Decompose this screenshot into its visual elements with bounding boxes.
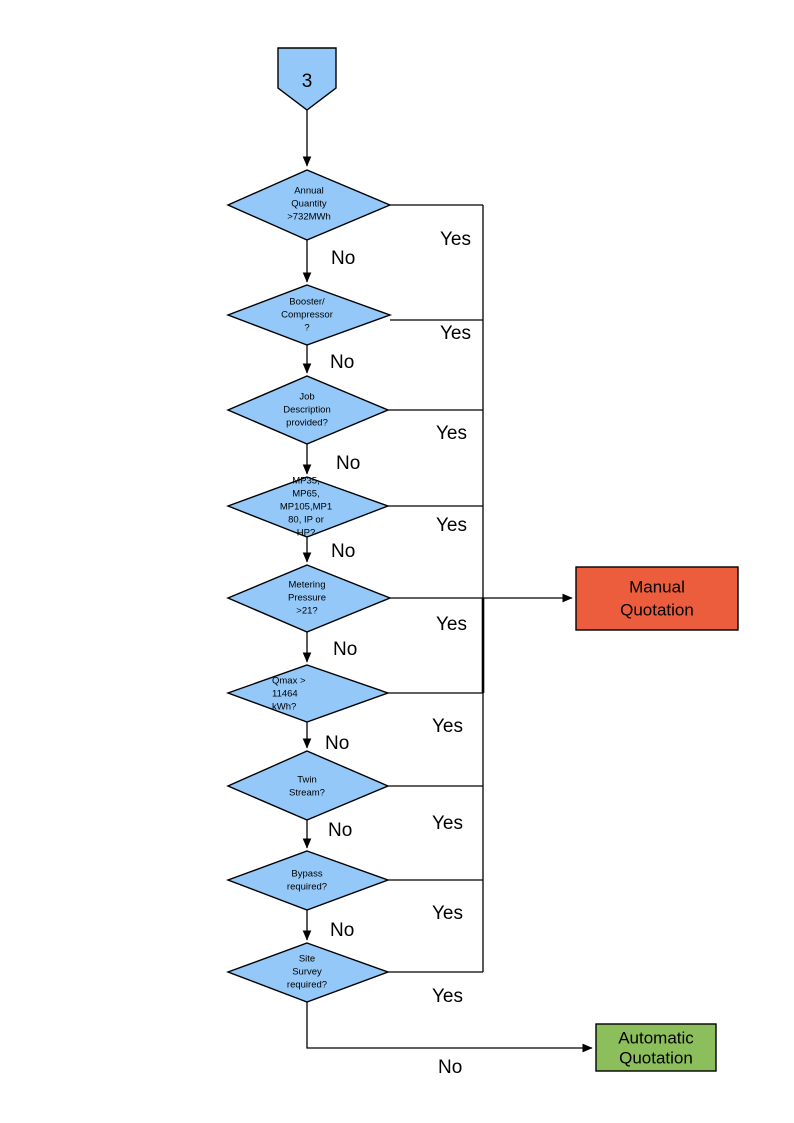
manual-quotation-line-1: Quotation (620, 600, 694, 619)
decision-metering-pressure-line-1: Pressure (288, 593, 326, 604)
connector-no-site-survey-to-automatic (306, 1002, 593, 1053)
decision-annual-quantity-line-0: Annual (294, 186, 324, 197)
label-no-bypass: No (330, 920, 354, 941)
decision-bypass-line-1: required? (287, 882, 327, 893)
start-node-3[interactable]: 3 (277, 47, 337, 111)
label-yes-metering-pressure: Yes (436, 614, 467, 635)
decision-booster-compressor-line-2: ? (304, 323, 309, 334)
decision-job-description-line-0: Job (299, 392, 314, 403)
decision-annual-quantity[interactable]: Annual Quantity >732MWh (226, 169, 392, 241)
label-yes-twin-stream: Yes (432, 813, 463, 834)
decision-meter-type-line-1: MP65, (292, 489, 319, 500)
label-no-metering-pressure: No (333, 639, 357, 660)
decision-twin-stream-line-1: Stream? (289, 788, 325, 799)
decision-metering-pressure[interactable]: Metering Pressure >21? (226, 564, 392, 633)
label-no-twin-stream: No (328, 820, 352, 841)
decision-meter-type-line-4: HP? (297, 528, 315, 539)
decision-qmax-line-2: kWh? (272, 702, 296, 713)
automatic-quotation-line-1: Quotation (619, 1048, 693, 1067)
decision-twin-stream[interactable]: Twin Stream? (226, 750, 390, 821)
decision-booster-compressor-line-0: Booster/ (289, 297, 325, 308)
label-yes-bypass: Yes (432, 903, 463, 924)
decision-job-description[interactable]: Job Description provided? (226, 375, 390, 445)
decision-site-survey[interactable]: Site Survey required? (225, 942, 391, 1003)
label-no-job-description: No (336, 453, 360, 474)
decision-site-survey-line-0: Site (299, 954, 315, 965)
label-no-qmax: No (325, 733, 349, 754)
label-yes-site-survey: Yes (432, 986, 463, 1007)
outcome-manual-quotation[interactable]: Manual Quotation (575, 566, 739, 631)
decision-meter-type-line-2: MP105,MP1 (280, 502, 332, 513)
decision-site-survey-line-2: required? (287, 980, 327, 991)
decision-qmax-line-1: 11464 (272, 689, 298, 700)
label-yes-qmax: Yes (432, 716, 463, 737)
label-yes-meter-type: Yes (436, 515, 467, 536)
decision-qmax-line-0: Qmax > (272, 676, 306, 687)
label-no-meter-type: No (331, 541, 355, 562)
manual-quotation-line-0: Manual (629, 577, 685, 596)
decision-bypass[interactable]: Bypass required? (225, 850, 391, 911)
label-yes-job-description: Yes (436, 423, 467, 444)
decision-job-description-line-2: provided? (286, 418, 328, 429)
decision-qmax[interactable]: Qmax > 11464 kWh? (225, 664, 391, 723)
decision-metering-pressure-line-0: Metering (289, 580, 326, 591)
label-no-annual-quantity: No (331, 248, 355, 269)
decision-site-survey-line-1: Survey (292, 967, 322, 978)
decision-metering-pressure-line-2: >21? (296, 606, 317, 617)
label-no-booster-compressor: No (330, 352, 354, 373)
decision-job-description-line-1: Description (283, 405, 331, 416)
decision-booster-compressor-line-1: Compressor (281, 310, 333, 321)
decision-annual-quantity-line-2: >732MWh (287, 212, 331, 223)
decision-annual-quantity-line-1: Quantity (291, 199, 327, 210)
label-no-site-survey: No (438, 1057, 462, 1078)
label-yes-annual-quantity: Yes (440, 229, 471, 250)
outcome-automatic-quotation[interactable]: Automatic Quotation (595, 1023, 717, 1072)
start-node-label: 3 (302, 71, 313, 92)
label-yes-booster-compressor: Yes (440, 323, 471, 344)
decision-meter-type[interactable]: MP35, MP65, MP105,MP1 80, IP or HP? (226, 476, 391, 539)
decision-meter-type-line-0: MP35, (292, 476, 319, 487)
decision-twin-stream-line-0: Twin (297, 775, 317, 786)
automatic-quotation-line-0: Automatic (618, 1028, 694, 1047)
decision-bypass-line-0: Bypass (291, 869, 322, 880)
decision-booster-compressor[interactable]: Booster/ Compressor ? (226, 284, 393, 346)
decision-meter-type-line-3: 80, IP or (288, 515, 324, 526)
